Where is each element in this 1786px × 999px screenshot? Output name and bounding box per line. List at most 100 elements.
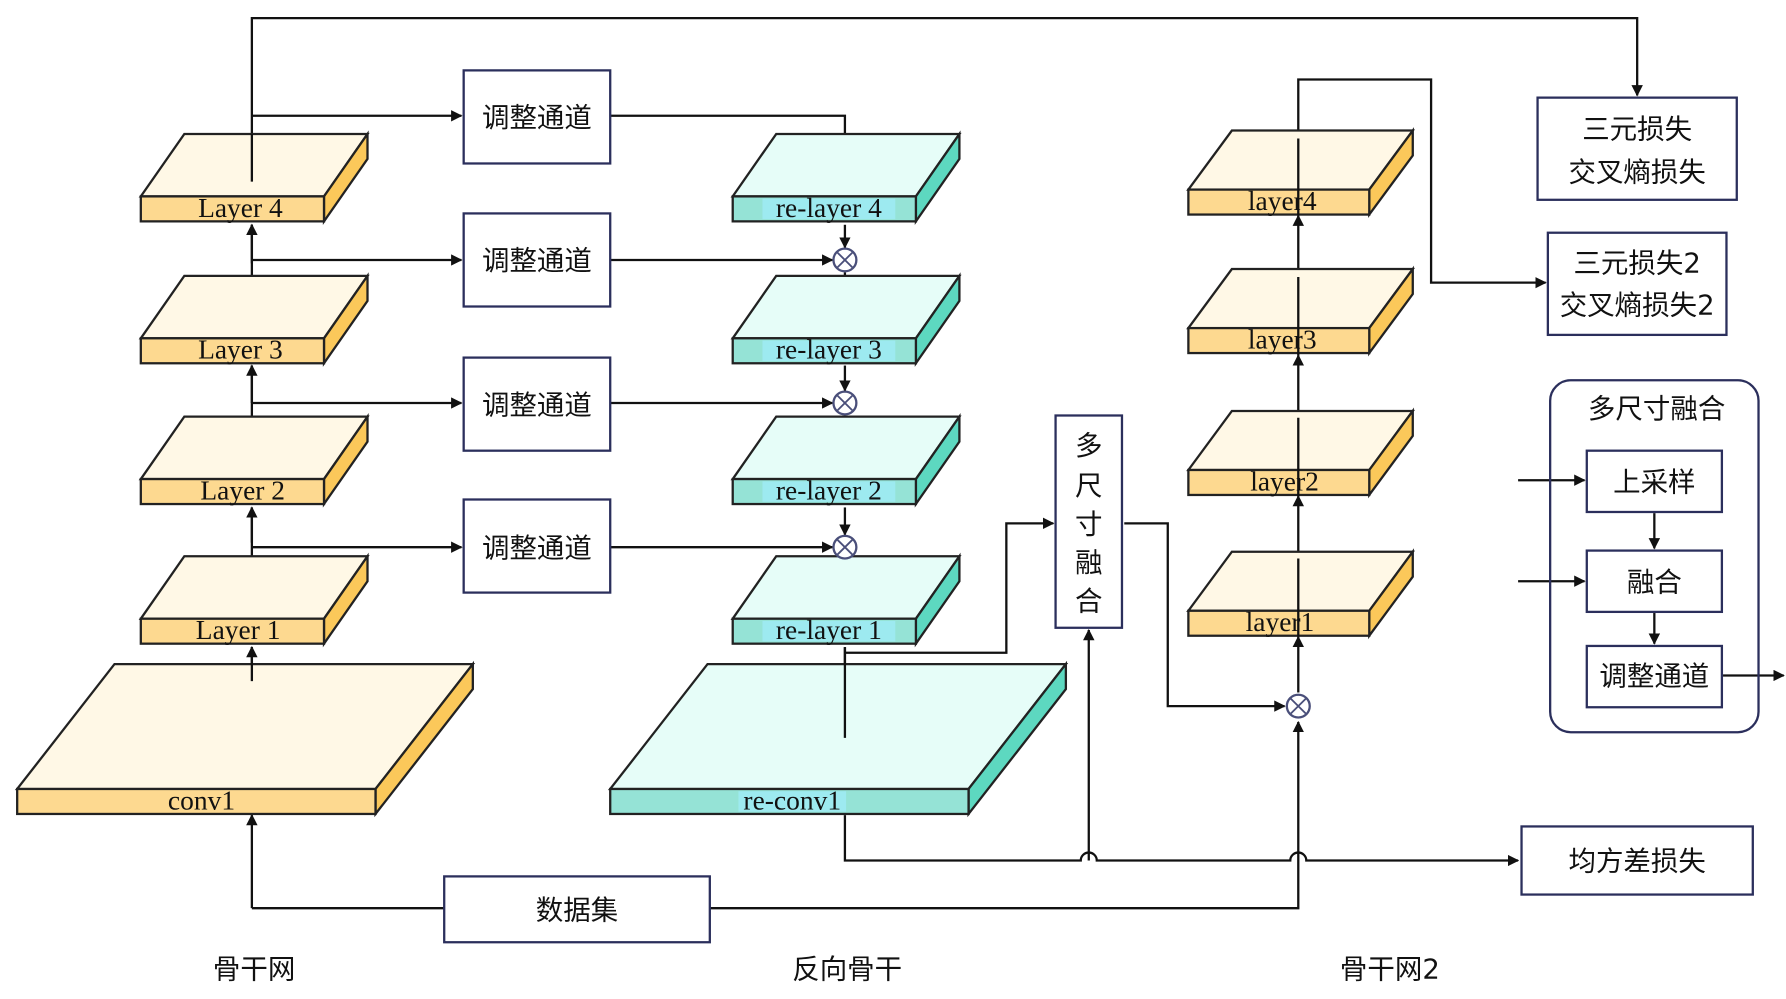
legend-step-adjust	[1585, 644, 1724, 709]
legend-title: 多尺寸融合	[1588, 394, 1725, 425]
arrow-multiscale-to-mult	[1124, 522, 1286, 712]
slab-layer1b-label: layer1	[1246, 607, 1315, 637]
slab-reconv1-label: re-conv1	[743, 786, 841, 816]
slab-layer4-label: Layer 4	[198, 193, 283, 223]
slab-layer2: Layer 2	[138, 412, 370, 508]
loss-triplet-label: 三元损失	[1582, 115, 1692, 146]
multiply-node-backbone2-cross-1	[1290, 698, 1307, 715]
multiply-node-relayer2	[832, 390, 858, 416]
multiscale-fusion-box: 多 尺 寸 融 合	[1054, 414, 1124, 629]
slab-layer1b-front-face	[1187, 609, 1371, 637]
slab-relayer2: re-layer 2	[730, 412, 962, 508]
slab-layer4-front-face	[139, 195, 326, 223]
slab-layer4: Layer 4	[138, 130, 370, 226]
multiscale-char-1: 多	[1075, 431, 1102, 462]
legend-step-adjust-label: 调整通道	[1599, 662, 1709, 693]
adjust-channel-boxes: 调整通道 调整通道 调整通道 调整通道	[462, 69, 612, 594]
slab-layer3b-front-face	[1187, 326, 1371, 355]
loss-mse-label: 均方差损失	[1568, 847, 1705, 878]
multiply-node-relayer3	[832, 247, 858, 273]
slab-layer2-label: Layer 2	[200, 476, 285, 506]
caption-backbone: 骨干网	[213, 955, 295, 986]
slab-relayer2-label: re-layer 2	[776, 476, 882, 506]
slab-layer1: Layer 1	[138, 552, 370, 648]
multiply-node-backbone2	[1285, 693, 1311, 719]
slab-layer2-front-face	[139, 477, 326, 506]
multiply-node-relayer2-cross-1	[836, 394, 854, 412]
multiscale-char-4: 融	[1075, 548, 1102, 579]
caption-backbone2: 骨干网2	[1340, 955, 1440, 986]
slab-conv1: conv1	[14, 660, 476, 818]
multiscale-fusion-rect	[1054, 414, 1124, 629]
arrow-layer4b-to-loss2	[1297, 78, 1547, 289]
dataset-label: 数据集	[536, 896, 618, 927]
loss-triplet-ce-rect	[1536, 96, 1738, 201]
slab-relayer4-label-bg	[762, 198, 896, 220]
multiply-node-relayer3-cross-1	[836, 251, 854, 268]
slab-relayer1: re-layer 1	[730, 552, 962, 648]
adjust-channel-label-4: 调整通道	[482, 103, 592, 134]
adjust-channel-label-3: 调整通道	[482, 246, 592, 277]
legend-multiscale-fusion: 多尺寸融合 上采样 融合 调整通道	[1549, 379, 1760, 734]
legend-frame	[1549, 379, 1760, 734]
slab-reconv1: re-conv1	[607, 660, 1069, 818]
slab-conv1-label: conv1	[168, 786, 235, 816]
slab-layer4b-front-face	[1187, 188, 1371, 216]
legend-step-fuse-label: 融合	[1627, 568, 1682, 599]
multiscale-char-2: 尺	[1075, 471, 1102, 502]
slab-layer2b-front-face	[1187, 468, 1371, 497]
legend-step-fuse	[1585, 549, 1724, 614]
multiply-node-relayer1-cross-1	[836, 539, 854, 556]
slab-layer1b: layer1	[1186, 548, 1416, 640]
multiply-nodes	[832, 247, 1311, 719]
multiscale-char-3: 寸	[1075, 510, 1102, 541]
slab-reconv1-label-bg	[738, 791, 847, 812]
slab-layer3-front-face	[139, 337, 326, 365]
slab-relayer3: re-layer 3	[730, 272, 962, 367]
slab-relayer3-label: re-layer 3	[776, 335, 882, 365]
loss-ce-label: 交叉熵损失	[1568, 158, 1705, 189]
loss-ce2-label: 交叉熵损失2	[1560, 291, 1715, 322]
slab-relayer3-label-bg	[762, 340, 896, 362]
dataset-box: 数据集	[443, 875, 711, 944]
adjust-channel-label-1: 调整通道	[482, 533, 592, 564]
loss-triplet-ce2-rect	[1546, 231, 1728, 337]
dataset-rect	[443, 875, 711, 944]
slab-relayer2-label-bg	[762, 481, 896, 502]
slab-layer3b-label: layer3	[1248, 325, 1317, 355]
caption-reverse-backbone: 反向骨干	[792, 955, 902, 986]
slab-layer4b: layer4	[1186, 127, 1416, 219]
slab-layer3: Layer 3	[138, 272, 370, 367]
slab-conv1-front-face	[16, 787, 377, 816]
arrow-relayer1-to-multiscale	[844, 517, 1055, 654]
slab-layer1-front-face	[139, 617, 326, 645]
slab-relayer1-label-bg	[762, 620, 896, 642]
legend-step-upsample-label: 上采样	[1613, 468, 1695, 499]
arrow-dataset-to-mult	[709, 720, 1305, 910]
slab-relayer4-label: re-layer 4	[776, 193, 882, 223]
loss-box-mse: 均方差损失	[1520, 825, 1754, 896]
multiply-node-relayer1	[832, 534, 858, 560]
adjust-channel-box-2	[462, 356, 612, 452]
multiscale-char-5: 合	[1075, 587, 1102, 618]
loss-mse-rect	[1520, 825, 1754, 896]
legend-step-upsample	[1585, 449, 1724, 514]
loss-box-triplet-ce: 三元损失 交叉熵损失	[1536, 96, 1738, 201]
adjust-channel-box-4	[462, 69, 612, 165]
slab-relayer1-label: re-layer 1	[776, 615, 882, 645]
slab-layer3-label: Layer 3	[198, 335, 283, 365]
slab-layer2b-label: layer2	[1250, 467, 1319, 497]
adjust-channel-box-3	[462, 212, 612, 308]
adjust-channel-label-2: 调整通道	[482, 390, 592, 421]
arrow-reconv1-to-mse	[843, 815, 1520, 867]
layer-slabs: conv1 Layer 1 Layer 2 Layer 3 Layer 4 re-conv…	[14, 127, 1416, 818]
arrow-layer4-to-loss	[250, 17, 1643, 134]
loss-triplet2-label: 三元损失2	[1573, 249, 1700, 280]
slab-relayer4: re-layer 4	[730, 130, 962, 226]
slab-layer4b-label: layer4	[1248, 186, 1317, 216]
slab-layer1-label: Layer 1	[196, 615, 281, 645]
loss-box-triplet-ce2: 三元损失2 交叉熵损失2	[1546, 231, 1728, 337]
slab-layer2b: layer2	[1186, 407, 1416, 499]
slab-layer3b: layer3	[1186, 265, 1416, 357]
